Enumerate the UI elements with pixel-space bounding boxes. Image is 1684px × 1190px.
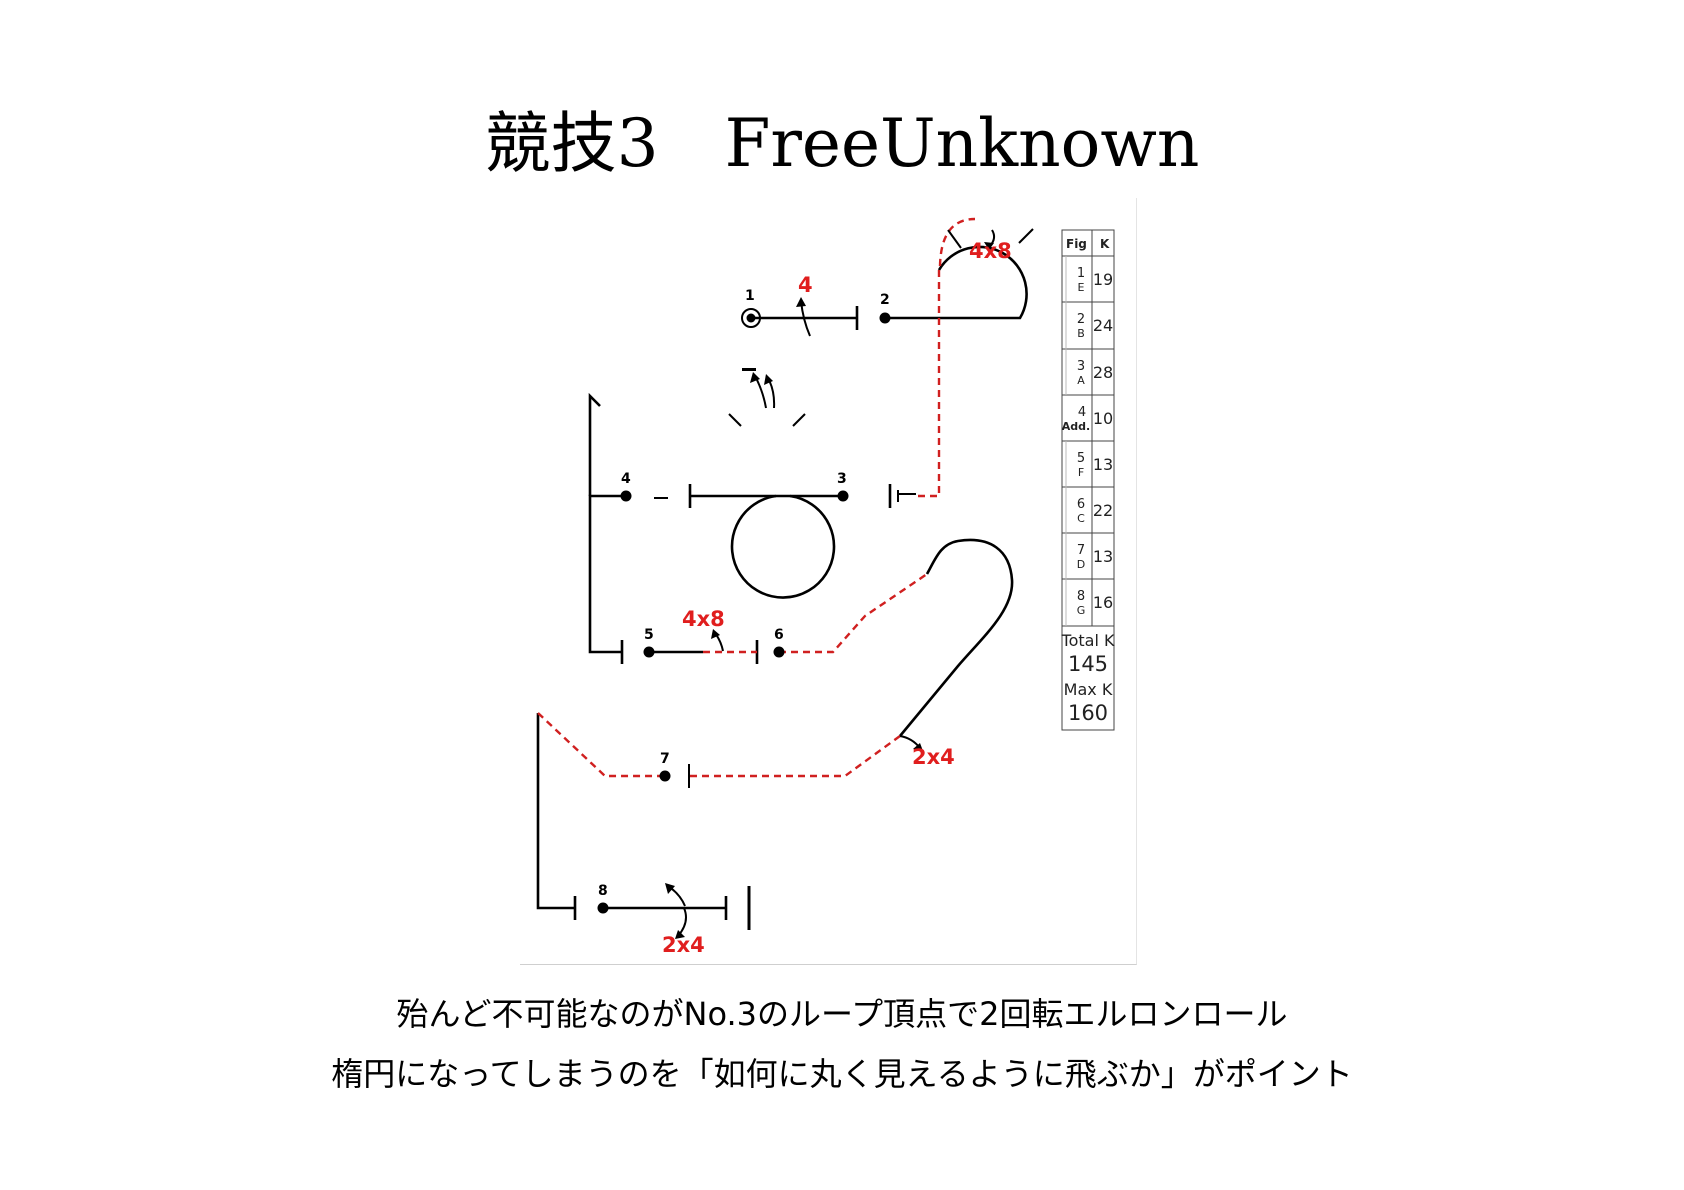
figure-number-4: 4 bbox=[621, 471, 631, 487]
roll-label-fig6: 2x4 bbox=[912, 745, 955, 769]
k-table-fig-num: 2 bbox=[1077, 312, 1085, 327]
roll-arrow-icon bbox=[667, 885, 687, 937]
k-table-k-value: 10 bbox=[1093, 409, 1113, 428]
k-table-k-value: 22 bbox=[1093, 501, 1113, 520]
k-table-fig-num: 6 bbox=[1077, 497, 1085, 512]
k-table-max-label: Max K bbox=[1064, 680, 1113, 699]
tick bbox=[792, 413, 806, 427]
k-table-k-value: 16 bbox=[1093, 593, 1113, 612]
tick bbox=[897, 490, 916, 502]
figure-number-5: 5 bbox=[644, 627, 654, 643]
arrow-head bbox=[796, 297, 806, 307]
k-table-total-value: 145 bbox=[1068, 652, 1108, 676]
k-table-fig-letter: Add. bbox=[1062, 420, 1090, 433]
tick bbox=[947, 229, 962, 249]
k-table-fig-num: 7 bbox=[1077, 543, 1085, 558]
figure-dot bbox=[879, 312, 891, 324]
figure-dot bbox=[620, 490, 632, 502]
figure-dot bbox=[643, 646, 655, 658]
arrow-head bbox=[750, 372, 760, 383]
figure-3-loop bbox=[730, 494, 836, 599]
dashed-line-5 bbox=[537, 712, 901, 778]
aresti-sequence-diagram: 1 2 3 4 5 6 7 8 4 4x8 4x8 2x4 2x4 Fig K … bbox=[536, 217, 1115, 957]
figure-2-line bbox=[885, 245, 1028, 320]
figure-number-6: 6 bbox=[774, 627, 784, 643]
k-table-fig-num: 4 bbox=[1078, 405, 1086, 420]
k-table-fig-letter: C bbox=[1077, 512, 1085, 525]
roll-label-fig5: 4x8 bbox=[682, 607, 725, 631]
caption-line-1: 殆んど不可能なのがNo.3のループ頂点で2回転エルロンロール bbox=[396, 995, 1288, 1033]
arrow-head bbox=[665, 883, 675, 894]
slide-title: 競技3 FreeUnknown bbox=[484, 105, 1200, 182]
k-table-fig-letter: E bbox=[1078, 281, 1085, 294]
k-factor-table: Fig K 1 E 19 2 B 24 3 A 28 4 Add. 10 5 F… bbox=[1061, 229, 1115, 731]
solid-flight-lines bbox=[536, 245, 1028, 930]
figure-number-8: 8 bbox=[598, 883, 608, 899]
figure-dot bbox=[773, 646, 785, 658]
dashed-connecting-lines bbox=[537, 217, 976, 778]
roll-arrows bbox=[667, 229, 996, 937]
k-table-k-value: 13 bbox=[1093, 547, 1113, 566]
tick bbox=[728, 413, 742, 427]
figure-dots bbox=[597, 312, 891, 914]
arrow-head bbox=[913, 743, 923, 751]
k-table-fig-letter: B bbox=[1077, 327, 1085, 340]
arrow-head bbox=[764, 374, 773, 385]
roll-label-fig8: 2x4 bbox=[662, 933, 705, 957]
figure-number-7: 7 bbox=[660, 751, 670, 767]
figure-4-line bbox=[588, 494, 626, 654]
figure-dot bbox=[659, 770, 671, 782]
k-table-fig-num: 1 bbox=[1077, 266, 1085, 281]
k-table-fig-num: 5 bbox=[1077, 451, 1085, 466]
k-table-grid bbox=[1061, 229, 1115, 731]
k-table-k-value: 24 bbox=[1093, 316, 1113, 335]
k-table-fig-letter: A bbox=[1077, 374, 1085, 387]
k-table-header-fig: Fig bbox=[1066, 237, 1087, 251]
roll-ticks bbox=[654, 228, 1034, 788]
roll-label-fig2: 4x8 bbox=[969, 239, 1012, 263]
k-table-fig-letter: D bbox=[1077, 558, 1085, 571]
arrow-heads bbox=[665, 242, 994, 939]
dashed-line-2 bbox=[916, 270, 941, 498]
dashed-line-4 bbox=[779, 573, 928, 654]
figure-number-3: 3 bbox=[837, 471, 847, 487]
tick bbox=[1018, 228, 1034, 244]
k-table-fig-letter: G bbox=[1077, 604, 1086, 617]
figure-4-top bbox=[588, 392, 601, 496]
k-table-header-k: K bbox=[1100, 237, 1110, 251]
figure-number-1: 1 bbox=[745, 288, 755, 304]
k-table-fig-num: 3 bbox=[1077, 359, 1085, 374]
k-table-max-value: 160 bbox=[1068, 701, 1108, 725]
k-table-fig-num: 8 bbox=[1077, 589, 1085, 604]
figure-6-loop bbox=[898, 538, 1014, 737]
aresti-diagram-panel: 1 2 3 4 5 6 7 8 4 4x8 4x8 2x4 2x4 Fig K … bbox=[520, 198, 1137, 965]
start-symbol-icon bbox=[741, 308, 761, 328]
arrow-head bbox=[984, 242, 994, 250]
figure-dot bbox=[837, 490, 849, 502]
roll-label-fig1: 4 bbox=[798, 273, 813, 297]
arrow-head bbox=[675, 930, 685, 939]
k-table-fig-letter: F bbox=[1078, 466, 1084, 479]
caption-line-2: 楕円になってしまうのを「如何に丸く見えるように飛ぶか」がポイント bbox=[331, 1055, 1353, 1093]
k-table-total-label: Total K bbox=[1061, 631, 1115, 650]
figure-8-line bbox=[536, 713, 728, 920]
figure-number-2: 2 bbox=[880, 292, 890, 308]
k-table-k-value: 19 bbox=[1093, 270, 1113, 289]
k-table-k-value: 13 bbox=[1093, 455, 1113, 474]
k-table-k-value: 28 bbox=[1093, 363, 1113, 382]
figure-dot bbox=[597, 902, 609, 914]
arrow-head bbox=[711, 629, 720, 639]
roll-bar bbox=[742, 368, 756, 371]
